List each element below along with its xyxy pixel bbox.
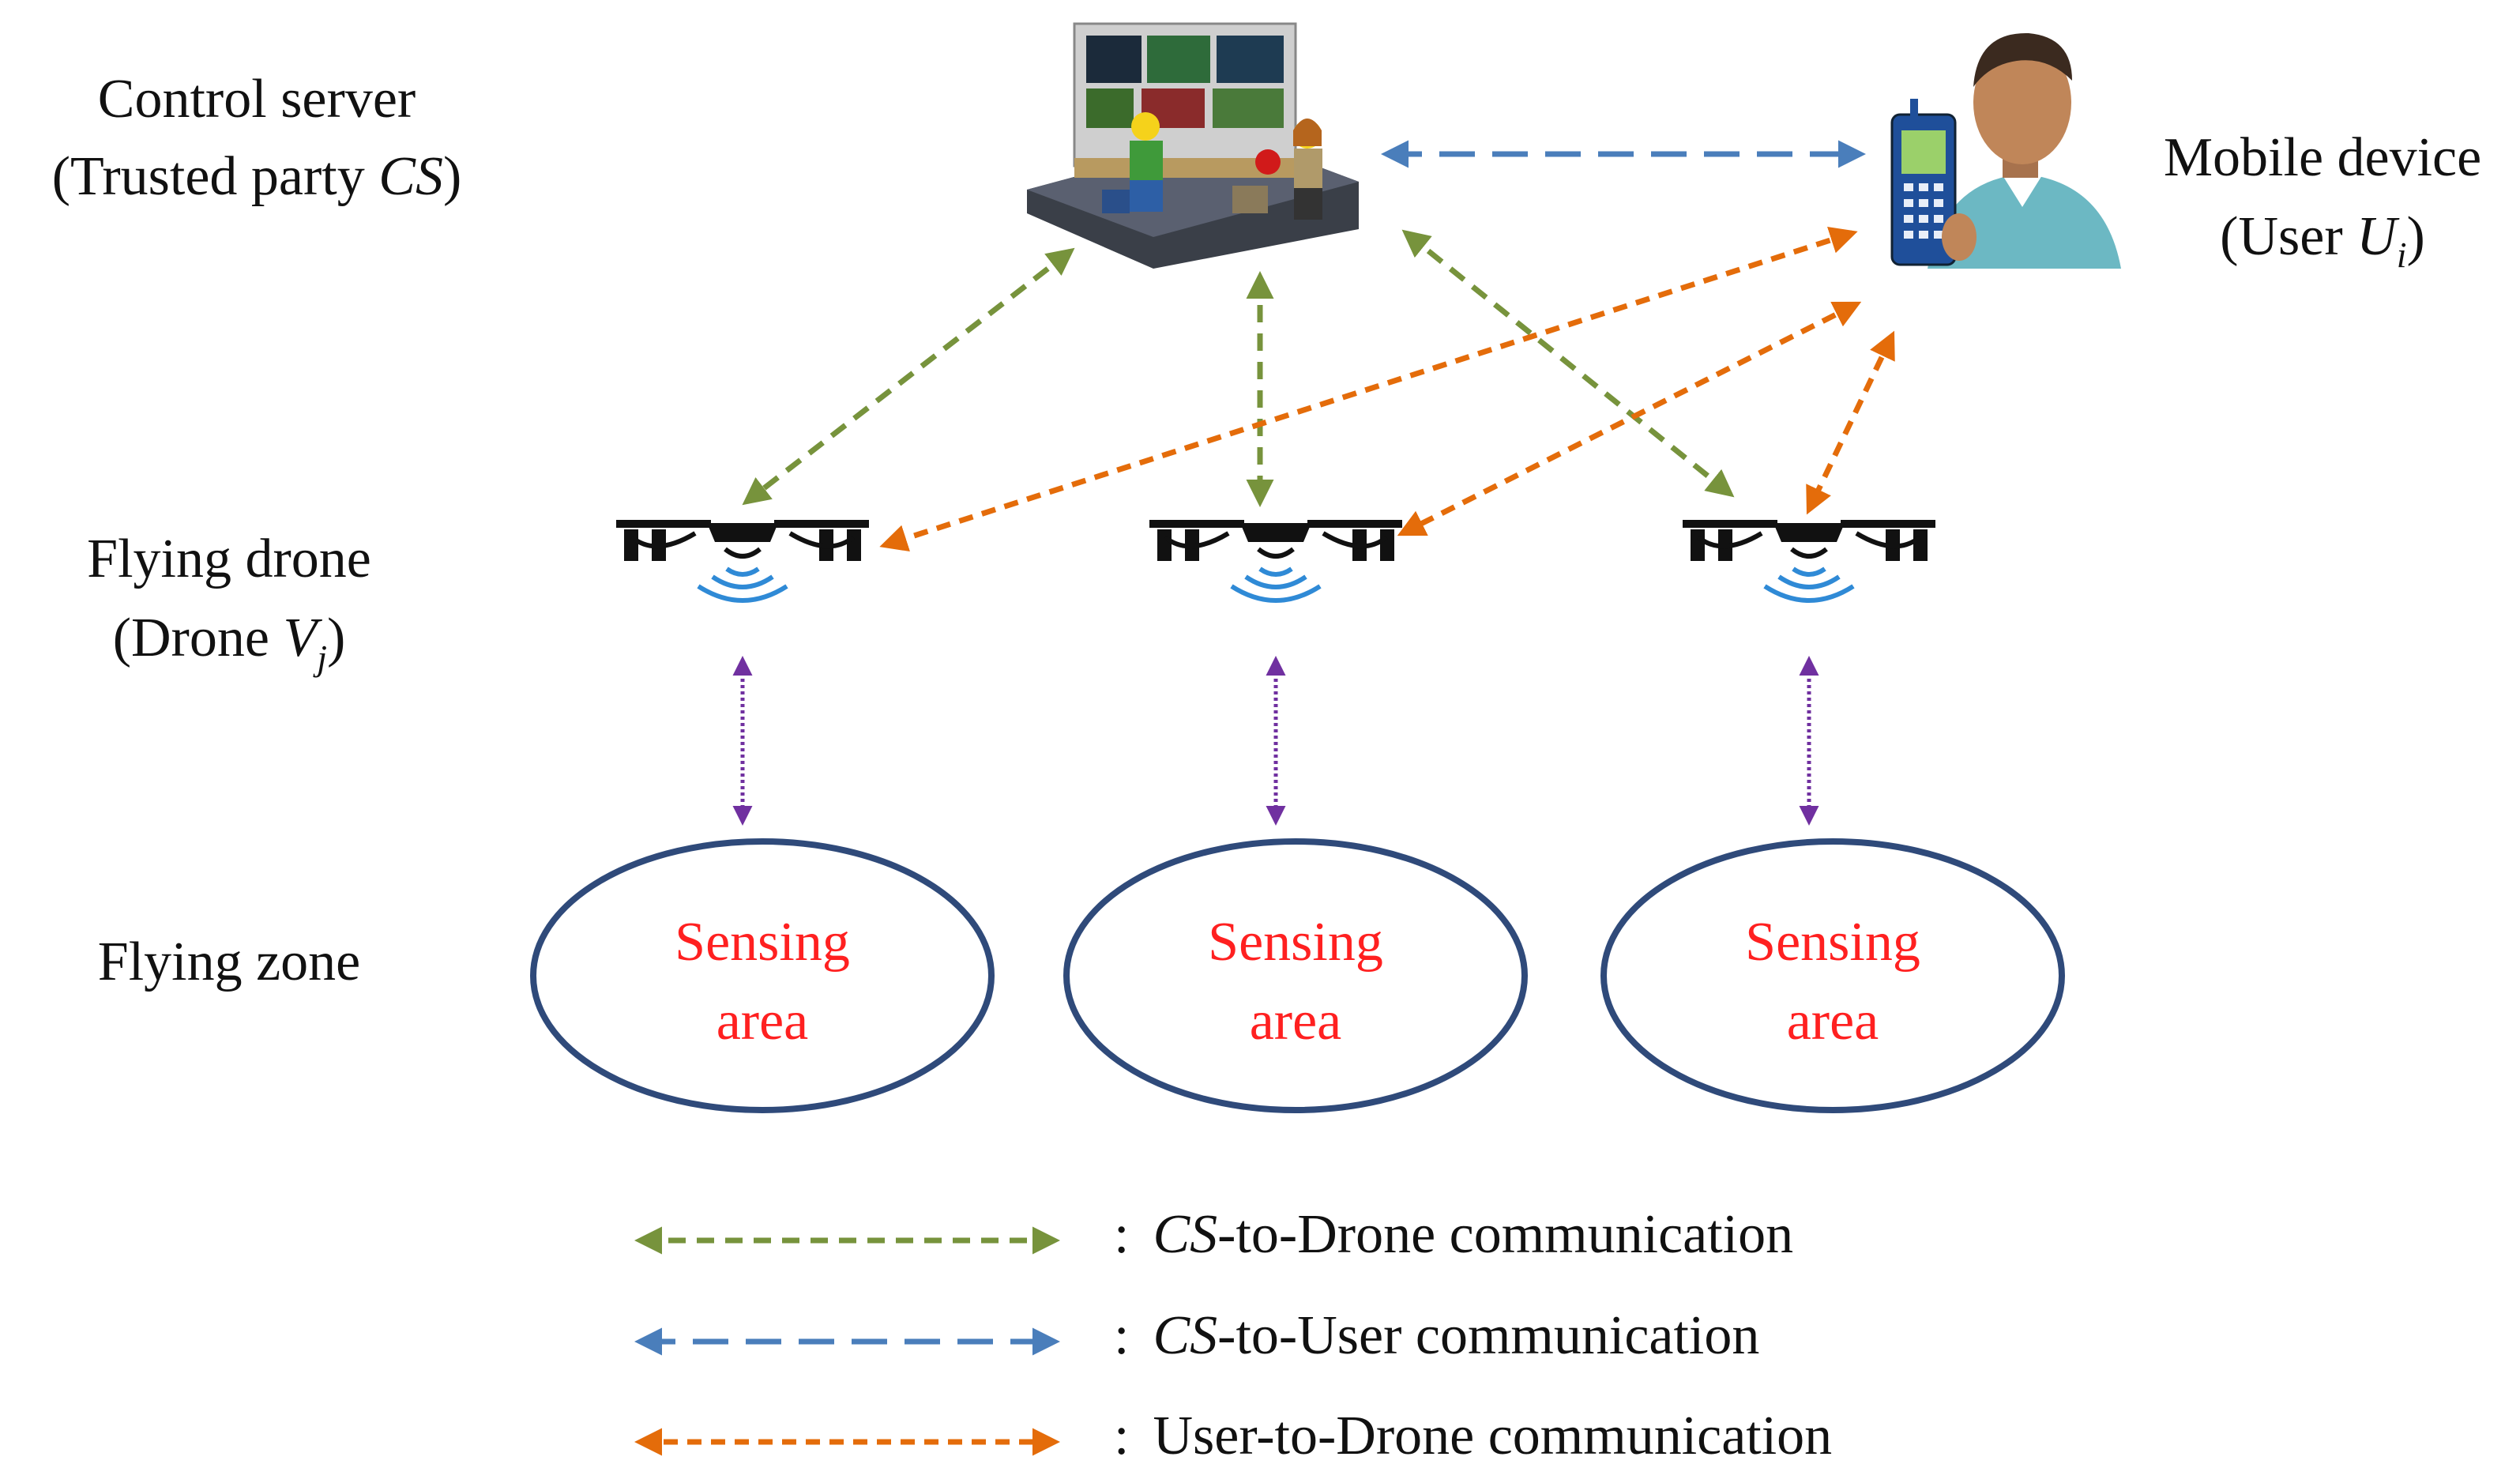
mobile-device-sublabel: (User Ui) [2220, 206, 2425, 275]
flying-drone-sublabel: (Drone Vj) [113, 608, 346, 678]
control-server-sublabel: (Trusted party CS) [52, 146, 462, 207]
control-room-icon [1027, 22, 1359, 269]
control-server-label: Control server [98, 69, 416, 130]
arrow-user-to-drone-3 [1806, 330, 1895, 515]
sensing-area-label-line2: area [1787, 991, 1879, 1052]
arrow-user-to-drone-2 [1397, 301, 1862, 536]
legend: :CS-to-Drone communication :CS-to-User c… [634, 1204, 1832, 1466]
drone-1 [616, 520, 869, 603]
arrow-cs-to-drone-3 [1401, 229, 1735, 498]
flying-zone-label: Flying zone [98, 932, 360, 992]
legend-cs-user-text: :CS-to-User communication [1114, 1305, 1759, 1366]
sensing-area-1: Sensing area [530, 838, 995, 1113]
sensing-area-label-line2: area [717, 991, 809, 1052]
sensing-area-3: Sensing area [1600, 838, 2065, 1113]
sensing-area-label-line1: Sensing [1745, 912, 1920, 973]
user-with-phone-icon [1890, 32, 2121, 269]
sensing-area-label-line1: Sensing [1208, 912, 1383, 973]
arrow-user-to-drone-1 [879, 226, 1858, 552]
legend-cs-drone-text: :CS-to-Drone communication [1114, 1204, 1793, 1265]
sensing-area-label-line2: area [1250, 991, 1342, 1052]
legend-user-drone-text: :User-to-Drone communication [1114, 1406, 1832, 1466]
mobile-device-label: Mobile device [2164, 127, 2481, 188]
sensing-area-label-line1: Sensing [675, 912, 850, 973]
drone-3 [1683, 520, 1935, 603]
arrow-cs-to-drone-1 [742, 247, 1075, 506]
drone-2 [1149, 520, 1402, 603]
flying-drone-label: Flying drone [87, 529, 371, 589]
sensing-area-2: Sensing area [1063, 838, 1528, 1113]
quadcopter-drone-icon [616, 520, 869, 603]
